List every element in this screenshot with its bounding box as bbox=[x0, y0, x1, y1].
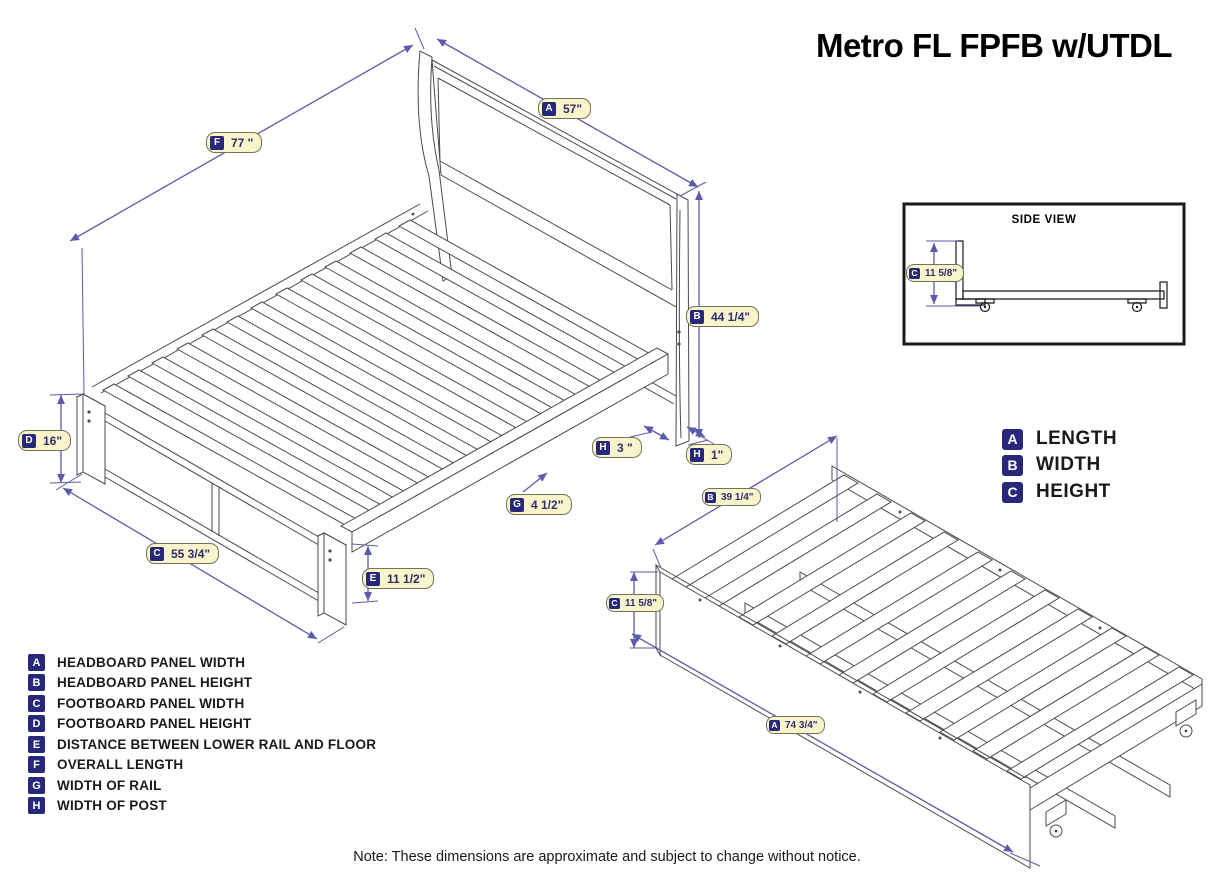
dim-value: 44 1/4" bbox=[711, 309, 751, 324]
legend-label: HEADBOARD PANEL WIDTH bbox=[57, 655, 246, 670]
legend-label: FOOTBOARD PANEL WIDTH bbox=[57, 696, 245, 711]
dim-label-trundle-C: C 11 5/8" bbox=[606, 594, 664, 612]
key-legend-B: B HEADBOARD PANEL HEIGHT bbox=[28, 674, 252, 691]
dim-value: 1" bbox=[711, 447, 724, 462]
legend-label: WIDTH bbox=[1036, 454, 1101, 475]
dim-label-A: A 57" bbox=[538, 98, 592, 119]
disclaimer-note: Note: These dimensions are approximate a… bbox=[353, 849, 861, 865]
legend-letter-badge: A bbox=[28, 654, 45, 671]
dim-G-leader bbox=[522, 472, 548, 493]
slat-deck bbox=[101, 219, 656, 527]
screw-holes bbox=[87, 212, 681, 562]
key-legend-E: E DISTANCE BETWEEN LOWER RAIL AND FLOOR bbox=[28, 736, 376, 753]
dim-letter-badge: B bbox=[690, 309, 704, 324]
legend-letter-badge: B bbox=[1002, 454, 1023, 476]
dim-letter-badge: C bbox=[909, 267, 920, 279]
dim-H1-line bbox=[686, 426, 706, 438]
key-legend-F: F OVERALL LENGTH bbox=[28, 756, 183, 773]
legend-letter-badge: C bbox=[28, 695, 45, 712]
dim-label-trundle-A: A 74 3/4" bbox=[766, 716, 825, 734]
dim-label-D: D 16" bbox=[18, 430, 72, 451]
dim-letter-badge: D bbox=[22, 433, 36, 448]
legend-letter-badge: H bbox=[28, 797, 45, 814]
legend-label: WIDTH OF POST bbox=[57, 798, 167, 813]
key-legend-D: D FOOTBOARD PANEL HEIGHT bbox=[28, 715, 251, 732]
key-legend-A: A HEADBOARD PANEL WIDTH bbox=[28, 654, 245, 671]
dim-letter-badge: A bbox=[542, 101, 556, 116]
side-view-drawing bbox=[902, 202, 1186, 346]
abc-legend-length: A LENGTH bbox=[1002, 428, 1117, 450]
dim-value: 16" bbox=[43, 433, 63, 448]
dim-letter-badge: C bbox=[609, 597, 620, 609]
dim-label-C: C 55 3/4" bbox=[146, 543, 220, 564]
legend-label: OVERALL LENGTH bbox=[57, 757, 184, 772]
legend-letter-badge: B bbox=[28, 674, 45, 691]
dim-value: 55 3/4" bbox=[171, 546, 211, 561]
key-legend-H: H WIDTH OF POST bbox=[28, 797, 167, 814]
dim-letter-badge: H bbox=[596, 440, 610, 455]
dim-label-H3: H 3 " bbox=[592, 437, 642, 458]
key-legend-C: C FOOTBOARD PANEL WIDTH bbox=[28, 695, 244, 712]
legend-label: DISTANCE BETWEEN LOWER RAIL AND FLOOR bbox=[57, 737, 377, 752]
legend-label: FOOTBOARD PANEL HEIGHT bbox=[57, 716, 252, 731]
legend-letter-badge: A bbox=[1002, 428, 1023, 450]
dim-trundle-A-line bbox=[631, 633, 1014, 853]
dim-letter-badge: H bbox=[690, 447, 704, 462]
dim-value: 11 1/2" bbox=[387, 571, 426, 586]
key-legend-G: G WIDTH OF RAIL bbox=[28, 777, 162, 794]
right-side-rail bbox=[339, 347, 670, 553]
dim-label-B: B 44 1/4" bbox=[686, 306, 760, 327]
main-bed-drawing bbox=[75, 50, 690, 626]
dim-value: 77 " bbox=[231, 135, 254, 150]
dim-value: 39 1/4" bbox=[721, 491, 754, 503]
dim-letter-badge: C bbox=[150, 546, 164, 561]
legend-label: HEADBOARD PANEL HEIGHT bbox=[57, 675, 253, 690]
legend-label: LENGTH bbox=[1036, 428, 1118, 449]
dim-value: 11 5/8" bbox=[625, 597, 657, 609]
legend-letter-badge: G bbox=[28, 777, 45, 794]
side-view-title: SIDE VIEW bbox=[1011, 214, 1077, 226]
dim-value: 4 1/2" bbox=[531, 497, 564, 512]
dim-label-F: F 77 " bbox=[206, 132, 263, 153]
page-title: Metro FL FPFB w/UTDL bbox=[815, 27, 1173, 64]
dim-value: 3 " bbox=[617, 440, 633, 455]
legend-letter-badge: D bbox=[28, 715, 45, 732]
legend-letter-badge: C bbox=[1002, 481, 1023, 503]
legend-label: HEIGHT bbox=[1036, 481, 1111, 502]
dim-label-H1: H 1" bbox=[686, 444, 733, 465]
legend-letter-badge: F bbox=[28, 756, 45, 773]
dim-letter-badge: A bbox=[769, 719, 780, 731]
dim-letter-badge: G bbox=[510, 497, 524, 512]
dim-letter-badge: E bbox=[366, 571, 380, 586]
dim-label-E: E 11 1/2" bbox=[362, 568, 435, 589]
trundle-casters bbox=[1045, 699, 1197, 838]
footboard bbox=[75, 393, 348, 626]
dim-value: 57" bbox=[563, 101, 583, 116]
side-view-box bbox=[902, 202, 1186, 346]
dim-value: 74 3/4" bbox=[785, 719, 818, 731]
dim-letter-badge: F bbox=[210, 135, 224, 150]
dim-label-G: G 4 1/2" bbox=[506, 494, 573, 515]
abc-legend-width: B WIDTH bbox=[1002, 454, 1101, 476]
legend-label: WIDTH OF RAIL bbox=[57, 778, 162, 793]
trundle-drawing bbox=[655, 465, 1203, 869]
dim-label-trundle-B: B 39 1/4" bbox=[702, 488, 761, 506]
dim-label-sideview-C: C 11 5/8" bbox=[906, 264, 964, 282]
abc-legend-height: C HEIGHT bbox=[1002, 481, 1111, 503]
dim-value: 11 5/8" bbox=[925, 267, 957, 279]
dim-letter-badge: B bbox=[705, 491, 716, 503]
legend-letter-badge: E bbox=[28, 736, 45, 753]
